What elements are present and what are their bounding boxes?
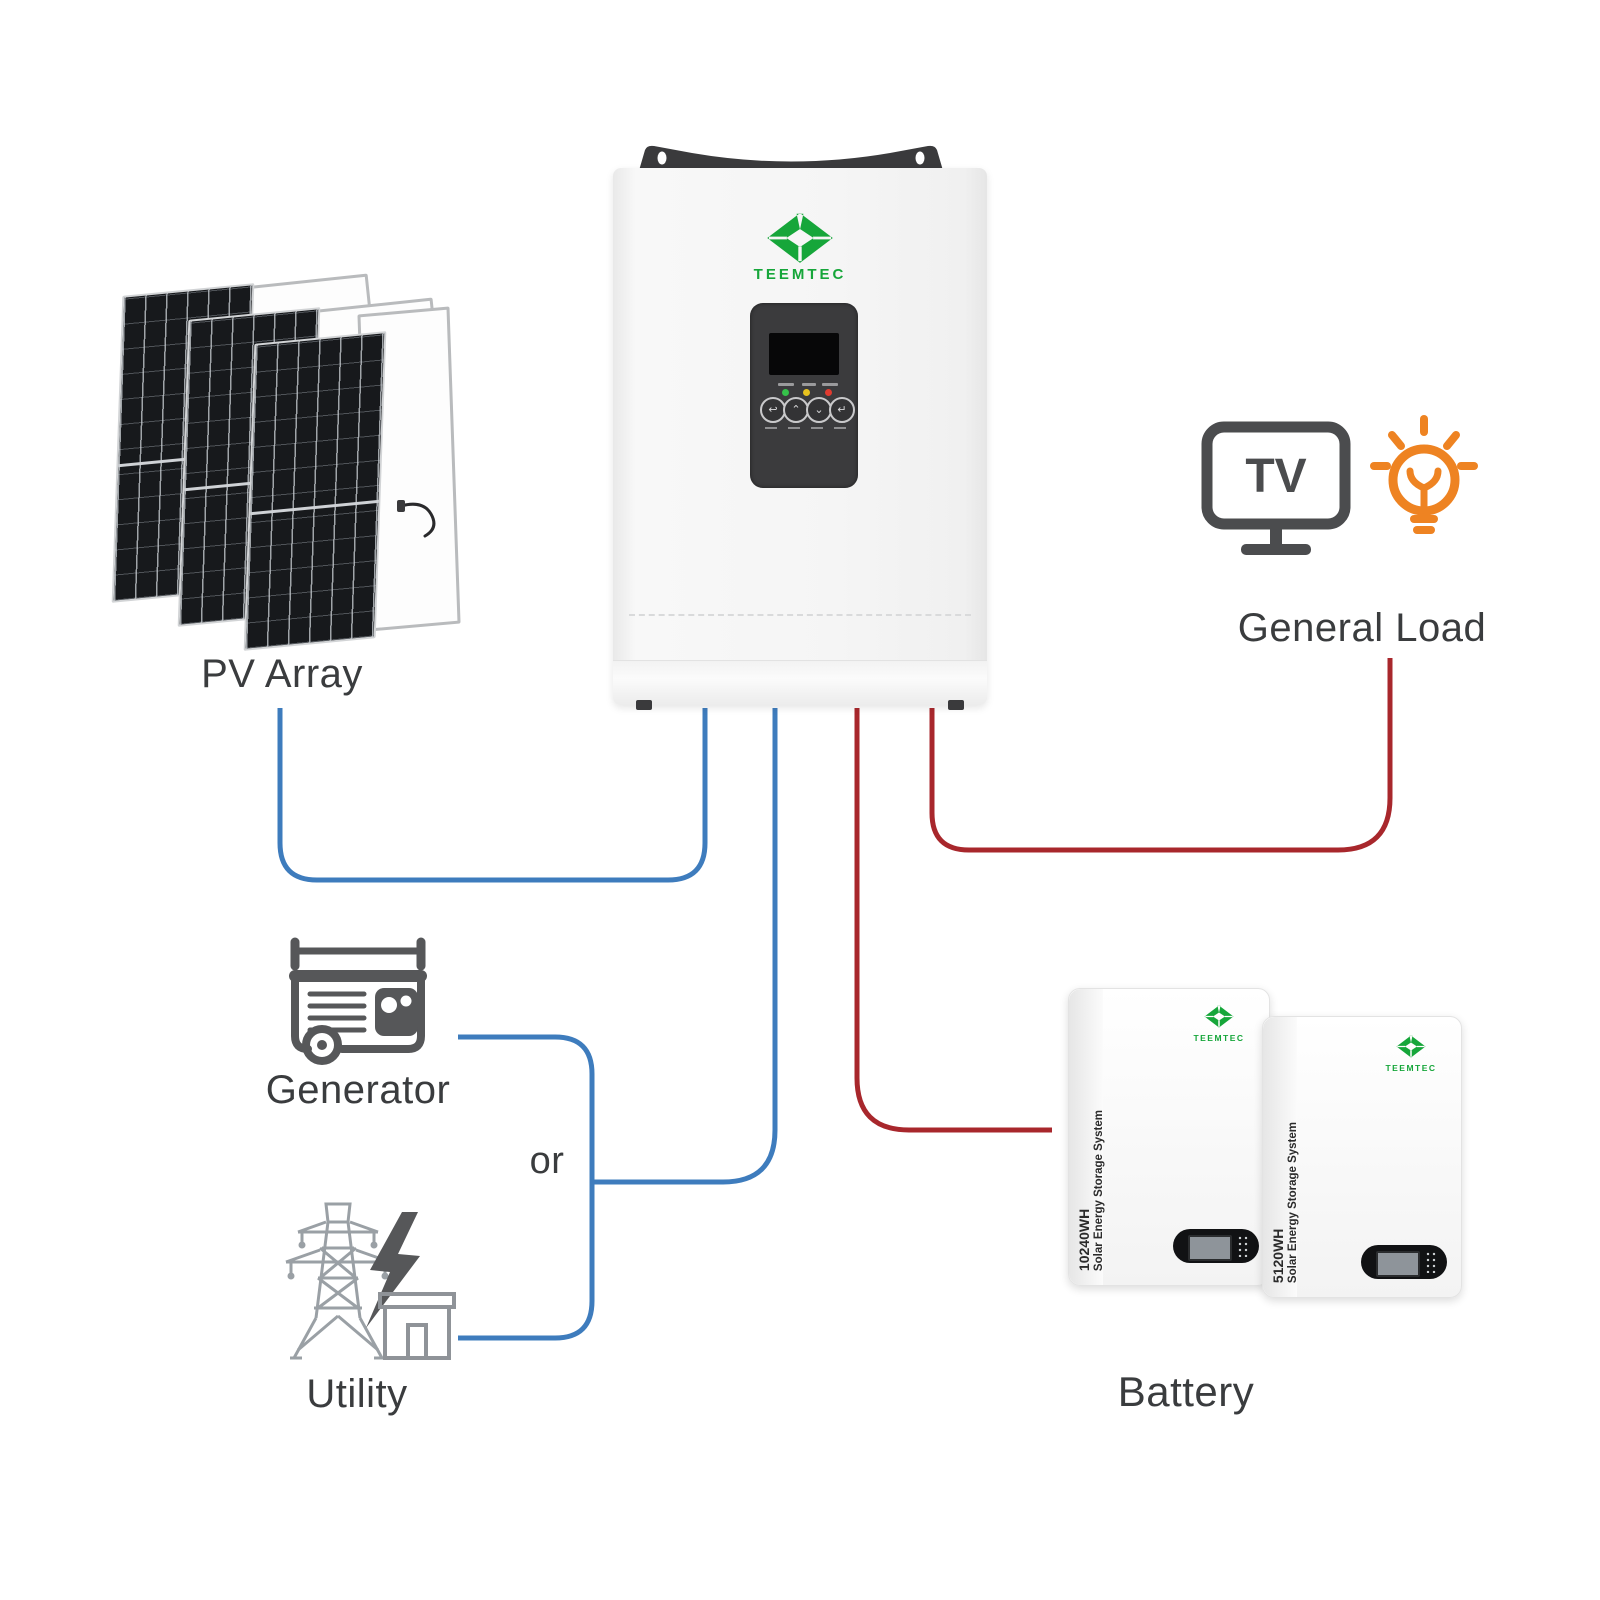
generator-utility-or-line bbox=[458, 1034, 595, 1341]
button-label-mark bbox=[811, 427, 823, 429]
battery-unit-2: 5120WH Solar Energy Storage System TEEMT… bbox=[1262, 1016, 1462, 1298]
general-load-label: General Load bbox=[1237, 606, 1487, 650]
tv-icon: TV bbox=[1201, 421, 1351, 555]
generator-label: Generator bbox=[265, 1068, 451, 1112]
or-junction-to-inverter-line bbox=[592, 708, 778, 1185]
battery-side-text: 10240WH Solar Energy Storage System bbox=[1076, 1109, 1106, 1271]
battery-lcd bbox=[1376, 1251, 1420, 1277]
battery-brand-logo: TEEMTEC bbox=[1187, 1005, 1251, 1043]
battery-subtitle: Solar Energy Storage System bbox=[1093, 1109, 1105, 1271]
pv-array-label: PV Array bbox=[201, 652, 363, 696]
button-label-mark bbox=[765, 427, 777, 429]
teemtec-wordmark: TEEMTEC bbox=[753, 266, 847, 283]
status-led-yellow bbox=[803, 389, 810, 396]
teemtec-logo-icon bbox=[1396, 1035, 1426, 1058]
battery-display bbox=[1173, 1229, 1259, 1263]
battery-side-strip bbox=[1263, 1017, 1297, 1297]
inverter-display bbox=[769, 333, 839, 375]
pv-to-inverter-line bbox=[277, 708, 708, 883]
teemtec-logo-icon bbox=[767, 213, 833, 263]
battery-label: Battery bbox=[1117, 1368, 1255, 1415]
battery-display bbox=[1361, 1245, 1447, 1279]
battery-subtitle: Solar Energy Storage System bbox=[1287, 1121, 1299, 1283]
battery-capacity: 10240WH bbox=[1076, 1208, 1092, 1271]
or-label: or bbox=[529, 1140, 565, 1182]
teemtec-logo-icon bbox=[1204, 1005, 1234, 1028]
inverter-foot bbox=[948, 700, 964, 710]
inverter-foot bbox=[636, 700, 652, 710]
pv-array-graphic bbox=[95, 262, 495, 662]
panel-split-line bbox=[250, 499, 379, 516]
inverter: TEEMTEC ↩ ⌃ ⌄ ↵ bbox=[613, 168, 987, 705]
inverter-to-battery-line bbox=[854, 708, 1052, 1133]
battery-brand-word: TEEMTEC bbox=[1385, 1063, 1437, 1073]
button-label-mark bbox=[834, 427, 846, 429]
utility-icon bbox=[285, 1202, 456, 1360]
battery-brand-word: TEEMTEC bbox=[1193, 1033, 1245, 1043]
inverter-mount-bracket bbox=[638, 145, 944, 174]
led-legend-mark bbox=[802, 383, 816, 386]
battery-side-text: 5120WH Solar Energy Storage System bbox=[1270, 1121, 1300, 1283]
solar-panel bbox=[243, 331, 387, 651]
led-legend-mark bbox=[778, 383, 794, 386]
battery-side-strip bbox=[1069, 989, 1103, 1285]
battery-unit-1: 10240WH Solar Energy Storage System TEEM… bbox=[1068, 988, 1270, 1286]
utility-label: Utility bbox=[306, 1372, 408, 1416]
battery-capacity: 5120WH bbox=[1270, 1228, 1286, 1283]
battery-brand-logo: TEEMTEC bbox=[1379, 1035, 1443, 1073]
light-bulb-icon bbox=[1370, 415, 1478, 534]
button-label-mark bbox=[788, 427, 800, 429]
enter-button[interactable]: ↵ bbox=[829, 397, 855, 423]
inverter-bottom-band bbox=[613, 660, 987, 705]
pv-cable bbox=[397, 500, 436, 538]
generator-icon bbox=[289, 937, 427, 1065]
inverter-to-load-line bbox=[929, 658, 1393, 853]
status-led-red bbox=[825, 389, 832, 396]
tv-icon-text: TV bbox=[1245, 450, 1306, 503]
inverter-control-panel: ↩ ⌃ ⌄ ↵ bbox=[750, 303, 858, 488]
inverter-vent-line bbox=[629, 614, 971, 616]
status-led-green bbox=[782, 389, 789, 396]
battery-led-dots bbox=[1425, 1251, 1437, 1273]
battery-lcd bbox=[1188, 1235, 1232, 1261]
up-button[interactable]: ⌃ bbox=[783, 397, 809, 423]
battery-led-dots bbox=[1237, 1235, 1249, 1257]
led-legend-mark bbox=[822, 383, 838, 386]
